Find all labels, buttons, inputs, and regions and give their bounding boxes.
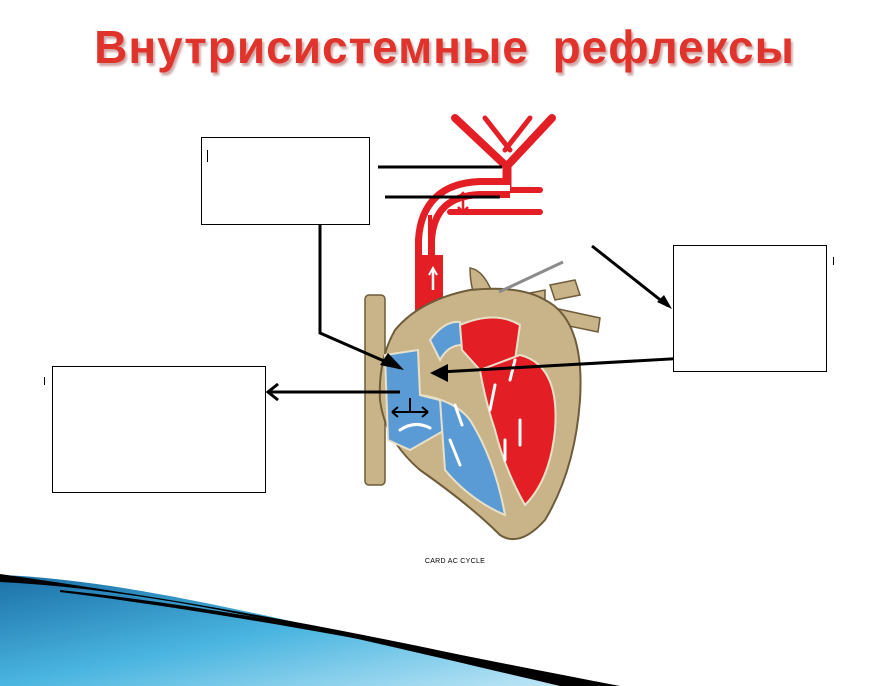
gray-pointer-line [498, 260, 564, 294]
label-box-right [673, 245, 827, 372]
arrowhead-left-box [265, 382, 279, 402]
label-box-top [201, 137, 370, 225]
left-ventricle [478, 353, 557, 507]
arrowhead-right-to-heart [430, 364, 448, 382]
blood-flow-arrows [398, 358, 522, 467]
arrowhead-top-to-heart [380, 353, 404, 370]
arrow-top-box-to-heart [318, 222, 401, 370]
slide-title: Внутрисистемные рефлексы [94, 21, 795, 73]
text-cursor-left [44, 377, 45, 385]
label-box-left [52, 366, 266, 493]
diagram-caption: CARD AC CYCLE [424, 558, 486, 565]
arrow-to-right-box [591, 244, 669, 308]
line-right-box-down [439, 329, 697, 374]
arrowhead-right-box [657, 295, 672, 309]
text-cursor-right [833, 257, 834, 265]
text-cursor [207, 150, 208, 162]
